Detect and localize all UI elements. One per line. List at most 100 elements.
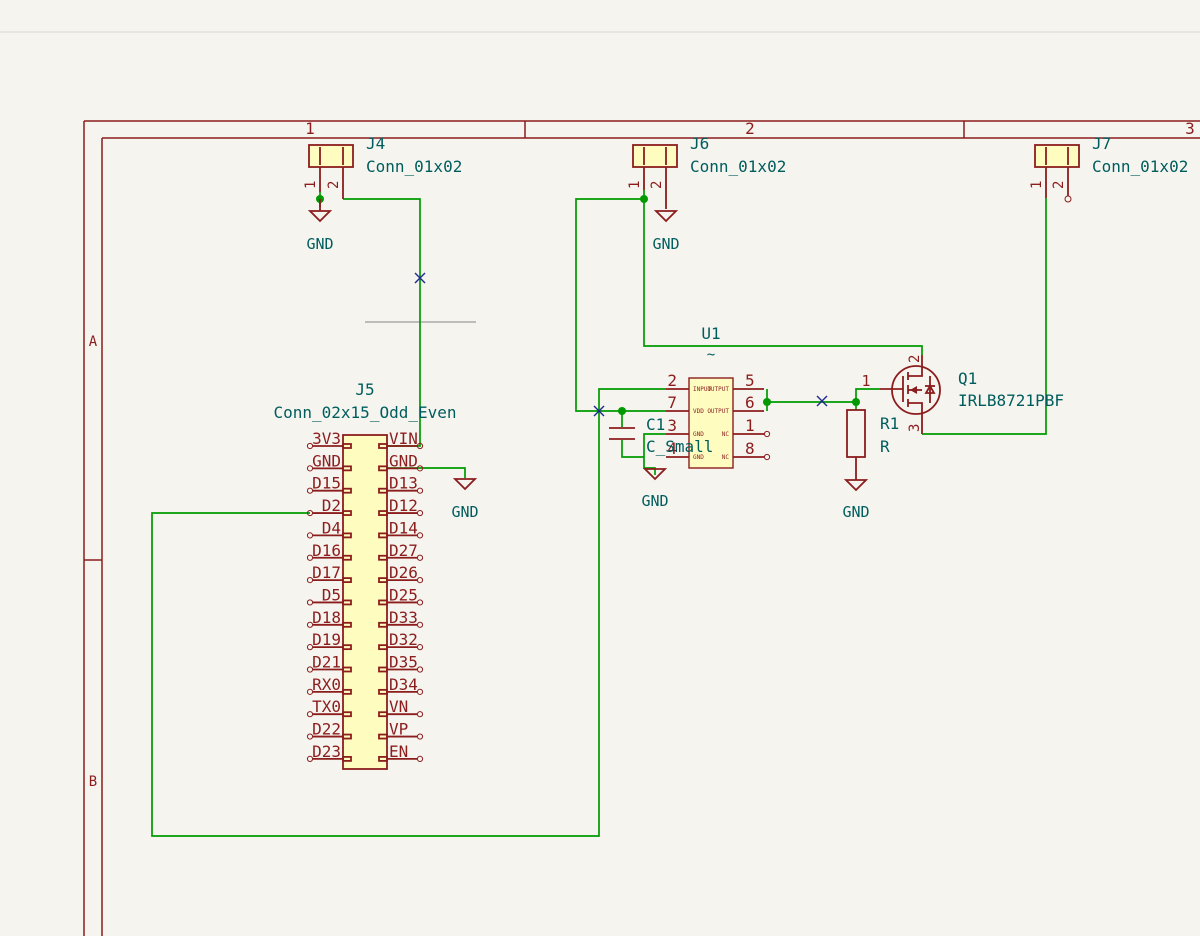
no-connect-marker [414, 272, 426, 284]
component-j7[interactable]: 1 2 J7 Conn_01x02 [1029, 134, 1188, 203]
j5-left-pin-label: D2 [322, 496, 341, 515]
j5-right-pin-end [416, 666, 424, 673]
j5-left-pin-stub [342, 644, 352, 651]
j6-ref: J6 [690, 134, 709, 153]
j5-right-pin-label: D32 [389, 630, 418, 649]
u1-right-pin-number: 6 [745, 393, 755, 412]
j6-pin-1: 1 [627, 181, 643, 189]
j5-right-pin-end [416, 755, 424, 763]
j5-right-pin-label: D14 [389, 518, 418, 537]
j5-ref: J5 [355, 380, 374, 399]
j5-right-pin-label: D33 [389, 608, 418, 627]
component-q1[interactable]: 1 2 3 Q1 IRLB8721PBF [861, 355, 1064, 434]
q1-pin-1: 1 [861, 372, 870, 390]
j5-right-pin-end [416, 688, 424, 695]
j5-left-pin-label: RX0 [312, 675, 341, 694]
j5-right-pin-stub [378, 644, 388, 651]
wire-j7-to-q1-source [922, 198, 1047, 435]
j5-left-pin-stub [342, 577, 352, 583]
no-connect-marker [593, 405, 605, 417]
j7-pin-2: 2 [1051, 181, 1067, 189]
j5-left-pin-end [306, 755, 314, 763]
j5-right-pin-label: D27 [389, 541, 418, 560]
u1-left-pin-number: 2 [667, 371, 677, 390]
j5-right-pin-label: VN [389, 697, 408, 716]
j5-right-pin-end [416, 644, 424, 651]
q1-pin-3: 3 [907, 424, 923, 432]
r1-value: R [880, 437, 890, 456]
j4-ref: J4 [366, 134, 385, 153]
j5-right-pin-end [416, 554, 424, 561]
j5-left-pin-stub [342, 554, 352, 561]
junction-dot [852, 398, 860, 406]
junction-dot [640, 195, 648, 203]
u1-left-pin-number: 4 [667, 439, 677, 458]
j4-pin-1: 1 [303, 181, 319, 189]
gnd-label: GND [451, 503, 478, 521]
junctions [316, 195, 860, 415]
j4-pin-2: 2 [326, 181, 342, 189]
junction-dot [618, 407, 626, 415]
r1-ref: R1 [880, 414, 899, 433]
component-r1[interactable]: R1 R [846, 409, 899, 458]
j5-right-pin-stub [378, 487, 388, 494]
gnd-symbol-j6: GND [652, 210, 680, 253]
j5-left-pin-stub [342, 510, 352, 516]
gnd-symbol-j4: GND [306, 199, 334, 253]
j5-right-pin-stub [378, 733, 388, 740]
j7-value: Conn_01x02 [1092, 157, 1188, 176]
j5-left-pin-label: GND [312, 451, 341, 470]
j5-left-pin-end [306, 711, 314, 718]
j5-right-pin-stub [378, 688, 388, 695]
wire-c1-gnd [621, 440, 644, 458]
j7-pin-1: 1 [1029, 181, 1045, 189]
j5-right-pin-label: D25 [389, 585, 418, 604]
j5-right-pin-stub [378, 621, 388, 628]
q1-value: IRLB8721PBF [958, 391, 1064, 410]
j5-left-pin-end [306, 509, 314, 517]
j5-right-pin-end [416, 711, 424, 718]
j5-left-pin-label: D5 [322, 585, 341, 604]
j5-right-pin-label: VIN [389, 429, 418, 448]
u1-ref: U1 [701, 324, 720, 343]
frame-column-3: 3 [1185, 119, 1195, 138]
j5-right-pin-label: D26 [389, 563, 418, 582]
j5-left-pin-label: 3V3 [312, 429, 341, 448]
j5-left-pin-label: D21 [312, 653, 341, 672]
j5-left-pin-stub [342, 599, 352, 606]
j5-right-pin-end [416, 599, 424, 606]
u1-nc-pin-end [763, 430, 771, 438]
j5-right-pin-stub [378, 532, 388, 539]
j6-value: Conn_01x02 [690, 157, 786, 176]
j5-right-pin-stub [378, 756, 388, 762]
j5-right-pin-stub [378, 666, 388, 673]
j5-left-pin-label: D16 [312, 541, 341, 560]
j5-left-pin-stub [342, 711, 352, 718]
no-connect-markers [414, 272, 828, 417]
j5-right-pin-stub [378, 599, 388, 606]
u1-left-pin-name: GND [693, 431, 704, 438]
gnd-label: GND [842, 503, 869, 521]
j5-left-pin-label: D23 [312, 742, 341, 761]
component-j6[interactable]: 1 2 J6 Conn_01x02 [627, 134, 786, 209]
j5-right-pin-stub [378, 465, 388, 472]
j5-left-pin-end [306, 733, 314, 740]
u1-right-pin-number: 5 [745, 371, 755, 390]
j5-left-pin-stub [342, 465, 352, 472]
j5-right-pin-end [416, 487, 424, 494]
j5-right-pin-stub [378, 711, 388, 718]
frame-row-b: B [89, 774, 97, 790]
junction-dot [763, 398, 771, 406]
j5-right-pin-stub [378, 554, 388, 561]
j5-left-pin-end [306, 554, 314, 561]
component-j4[interactable]: 1 2 J4 Conn_01x02 [303, 134, 462, 199]
component-c1[interactable]: C1 C_Small [609, 415, 713, 456]
wire-u1-output-to-gate [767, 388, 880, 403]
j5-left-pin-end [306, 577, 314, 584]
j5-left-pin-label: D22 [312, 720, 341, 739]
j5-right-pin-stub [378, 443, 388, 449]
